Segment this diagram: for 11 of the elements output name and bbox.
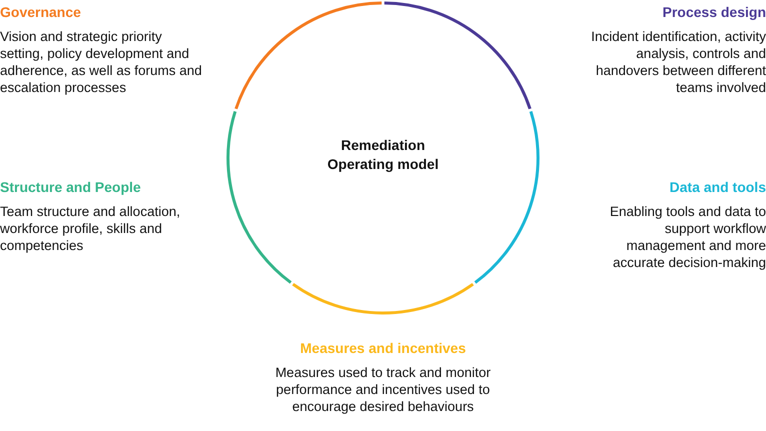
section-heading: Structure and People [0, 178, 142, 196]
section-heading: Governance [0, 3, 82, 21]
section-description: Measures used to track and monitor performance and incentives used to encourage desired behaviours [274, 364, 492, 415]
section-description: Incident identification, activity analysis, controls and handovers between different teams involved [590, 28, 766, 96]
section-description: Team structure and allocation, workforce profile, skills and competencies [0, 203, 182, 254]
section-description: Vision and strategic priority setting, policy development and adherence, as well as forums and escalation processes [0, 28, 203, 96]
section-heading: Process design [662, 3, 766, 21]
section-description: Enabling tools and data to support workflow management and more accurate decision-making [608, 203, 766, 271]
section-heading: Measures and incentives [299, 339, 467, 357]
section-heading: Data and tools [668, 178, 766, 196]
center-title: Remediation Operating model [326, 136, 440, 174]
